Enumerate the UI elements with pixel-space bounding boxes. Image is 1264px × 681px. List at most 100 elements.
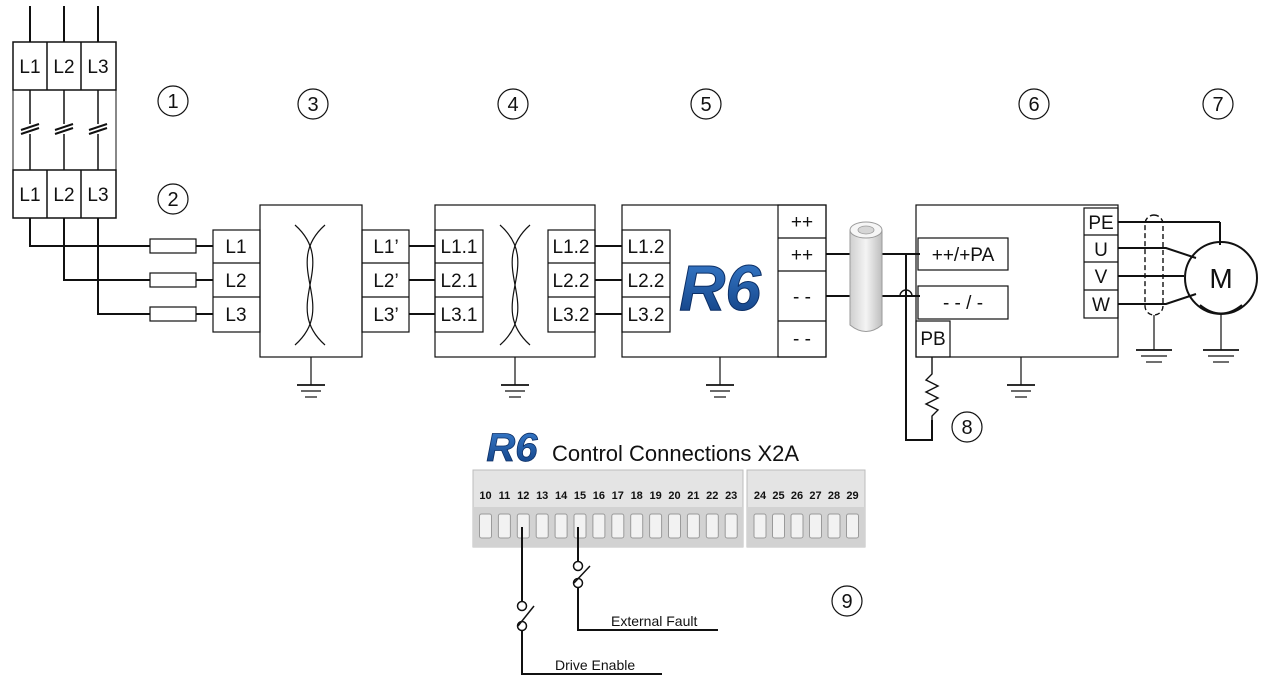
control-logo: R6	[486, 426, 538, 470]
terminal-number: 10	[479, 490, 491, 502]
breaker-labels: L1 L2 L3 L1 L2 L3	[19, 57, 108, 206]
callout-2: 2	[167, 189, 178, 211]
terminal-screw	[592, 513, 606, 539]
terminal-number: 24	[754, 490, 767, 502]
drive-input-label: L3.2	[628, 305, 665, 326]
callout-8: 8	[961, 417, 972, 439]
callout-circles	[157, 85, 1234, 617]
terminal-number: 17	[612, 490, 624, 502]
terminal-screw	[790, 513, 804, 539]
drive-labels: L1.2 L2.2 L3.2 ++ ++ - - - - R6	[628, 212, 814, 350]
terminal-number: 21	[687, 490, 699, 502]
terminal-number: 28	[828, 490, 840, 502]
terminal-number: 26	[791, 490, 803, 502]
reactor-output-label: L3.2	[553, 305, 590, 326]
terminal-number: 15	[574, 490, 586, 502]
terminal-screw	[535, 513, 549, 539]
control-title: Control Connections X2A	[552, 441, 799, 466]
filter-labels: L1 L2 L3 L1’ L2’ L3’	[225, 237, 398, 326]
callout-4: 4	[507, 94, 518, 116]
filter-output-label: L3’	[373, 305, 398, 326]
breaker-bottom-label: L3	[87, 185, 108, 206]
motor-labels: PE U V W M	[1088, 213, 1232, 316]
breaker-top-label: L3	[87, 57, 108, 78]
drive-enable-label: Drive Enable	[555, 657, 635, 673]
ferrite-choke	[849, 221, 883, 332]
filter-input-label: L3	[225, 305, 246, 326]
terminal-screw	[772, 513, 785, 539]
line-reactor	[434, 204, 622, 398]
terminal-number: 27	[809, 490, 821, 502]
terminal-screw	[497, 513, 511, 539]
terminal-screw	[846, 513, 859, 539]
brake-labels: ++/+PA - - / - PB	[920, 245, 994, 350]
motor-terminal-label: U	[1094, 240, 1108, 261]
drive	[621, 204, 920, 398]
terminal-number: 14	[555, 490, 568, 502]
callout-7: 7	[1212, 94, 1223, 116]
drive-dc-label: - -	[793, 287, 811, 308]
terminal-number: 12	[517, 490, 529, 502]
circuit-breaker	[12, 6, 150, 315]
terminal-screw	[724, 513, 738, 539]
external-fault-label: External Fault	[611, 613, 697, 629]
terminal-screw	[705, 513, 719, 539]
motor-terminal-label: W	[1092, 295, 1110, 316]
filter-input-label: L1	[225, 237, 246, 258]
callout-5: 5	[700, 94, 711, 116]
breaker-bottom-label: L1	[19, 185, 40, 206]
terminal-screw	[649, 513, 663, 539]
terminal-number: 18	[631, 490, 643, 502]
emc-filter	[212, 204, 435, 398]
filter-input-label: L2	[225, 271, 246, 292]
terminal-number: 29	[846, 490, 858, 502]
motor-symbol: M	[1209, 263, 1232, 294]
reactor-labels: L1.1 L2.1 L3.1 L1.2 L2.2 L3.2	[441, 237, 590, 326]
terminal-number: 11	[499, 490, 511, 502]
reactor-input-label: L2.1	[441, 271, 478, 292]
breaker-bottom-label: L2	[53, 185, 74, 206]
reactor-input-label: L1.1	[441, 237, 478, 258]
terminal-screw	[630, 513, 644, 539]
terminal-number: 20	[668, 490, 680, 502]
terminal-screw	[611, 513, 625, 539]
terminal-screw	[753, 513, 767, 539]
drive-dc-label: ++	[791, 245, 813, 266]
drive-input-label: L1.2	[628, 237, 665, 258]
reactor-input-label: L3.1	[441, 305, 478, 326]
filter-output-label: L1’	[373, 237, 398, 258]
fuses	[149, 238, 213, 322]
callout-numbers: 1 2 3 4 5 6 7 8 9	[167, 91, 1223, 613]
terminal-number: 16	[593, 490, 605, 502]
drive-input-label: L2.2	[628, 271, 665, 292]
callout-6: 6	[1028, 94, 1039, 116]
terminal-screw	[573, 513, 587, 539]
breaker-top-label: L1	[19, 57, 40, 78]
terminal-screw	[809, 513, 822, 539]
motor-connection	[1083, 207, 1258, 363]
terminal-screw	[516, 513, 530, 539]
motor-terminal-label: V	[1095, 267, 1108, 288]
reactor-output-label: L1.2	[553, 237, 590, 258]
brake-dc-minus-label: - - / -	[943, 293, 983, 314]
drive-dc-label: ++	[791, 212, 813, 233]
braking-unit	[899, 204, 1119, 441]
terminal-number: 19	[649, 490, 661, 502]
terminal-number: 13	[536, 490, 548, 502]
terminal-screw	[479, 513, 492, 539]
callout-3: 3	[307, 94, 318, 116]
filter-output-label: L2’	[373, 271, 398, 292]
drive-logo: R6	[679, 252, 761, 324]
terminal-screw	[827, 513, 841, 539]
terminal-screw	[668, 513, 681, 539]
control-labels: R6 Control Connections X2A 10 11 12 13 14 15 1…	[479, 426, 858, 673]
control-terminal-strip	[472, 469, 866, 675]
brake-dc-plus-label: ++/+PA	[932, 245, 995, 266]
terminal-screw	[686, 513, 700, 539]
callout-1: 1	[167, 91, 178, 113]
drive-dc-label: - -	[793, 329, 811, 350]
motor-terminal-label: PE	[1088, 213, 1113, 234]
